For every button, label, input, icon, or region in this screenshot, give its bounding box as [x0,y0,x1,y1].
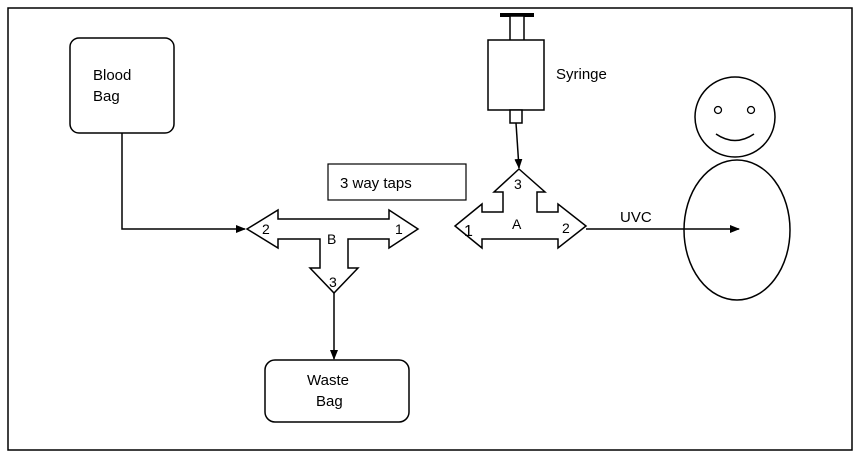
tap-b-port1: 1 [395,221,403,237]
syringe-tip [509,109,523,124]
tap-b-port3: 3 [329,274,337,290]
waste-bag-box [264,359,410,423]
tap-a-port3: 3 [514,176,522,192]
blood-bag-box [69,37,175,134]
tap-a: 3 1 A 2 [453,167,588,250]
patient-body [683,159,791,301]
tap-a-shape [453,167,588,250]
tap-a-name: A [512,216,522,232]
tap-b: 2 1 B 3 [245,208,420,295]
uvc-label: UVC [620,209,652,226]
blood-bag: Blood Bag [69,37,175,134]
blood-bag-label-line2: Bag [93,88,120,105]
patient-figure [683,76,791,301]
syringe-to-tap-a-line [514,122,523,169]
blood-bag-to-tap-b-line [121,133,246,233]
tap-b-shape [245,208,420,295]
taps-label-box: 3 way taps [327,163,467,201]
taps-label: 3 way taps [340,175,412,192]
syringe: Syringe [487,13,607,124]
syringe-barrel [487,39,545,111]
smiley-face-icon [694,76,776,158]
outer-frame [7,7,853,451]
tap-b-name: B [327,231,336,247]
syringe-label: Syringe [556,66,607,83]
tap-a-port2: 2 [562,220,570,236]
taps-label-frame [327,163,467,201]
waste-bag: Waste Bag [264,359,410,423]
tap-b-port2: 2 [262,221,270,237]
syringe-plunger-top [500,13,534,17]
blood-bag-label-line1: Blood [93,67,131,84]
waste-bag-label-line1: Waste [307,372,349,389]
tap-a-port1: 1 [464,223,473,240]
waste-bag-label-line2: Bag [316,393,343,410]
